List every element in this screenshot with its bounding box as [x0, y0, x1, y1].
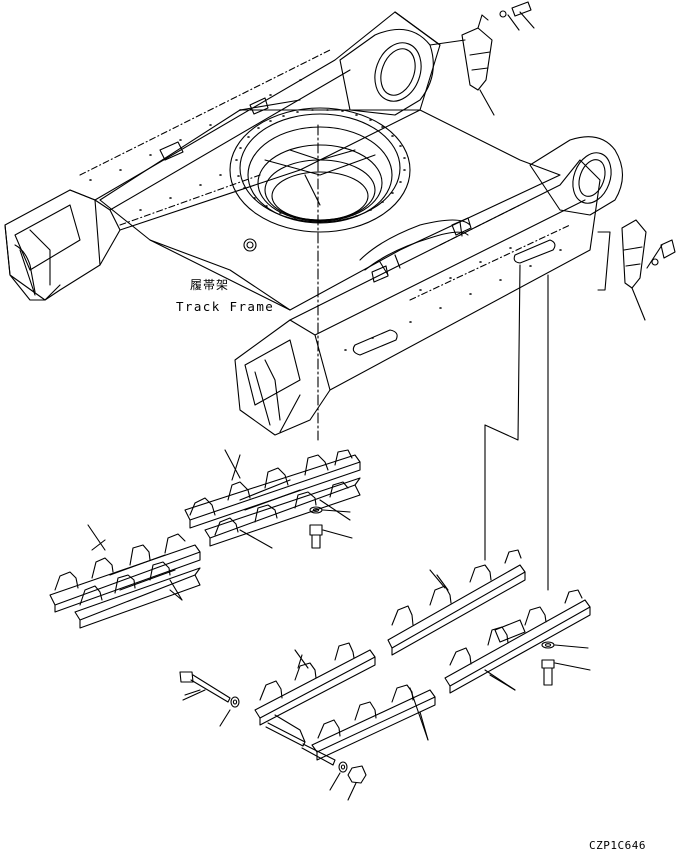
bottom-washer-nut — [330, 762, 366, 800]
left-side-frame — [5, 12, 440, 300]
right-washer-bolt — [542, 642, 590, 685]
right-idler-bracket — [530, 137, 623, 215]
track-guard-6 — [312, 685, 435, 760]
track-guard-4 — [445, 590, 590, 693]
washer-small — [220, 697, 239, 726]
left-idler-bracket — [340, 29, 433, 115]
swing-circle — [230, 108, 410, 251]
track-frame-label-cn: 履帯架 — [190, 278, 230, 292]
track-frame-label-en: Track Frame — [176, 299, 275, 314]
track-frame — [5, 12, 623, 435]
track-guard-3 — [388, 550, 525, 655]
track-guard-5 — [255, 643, 375, 742]
center-washer-bolt — [310, 507, 352, 548]
pin-rod — [266, 723, 335, 765]
cover-bracket-lower — [598, 220, 675, 320]
center-cross-beam — [100, 110, 560, 310]
drawing-code: CZP1C646 — [589, 839, 646, 852]
leader-lines — [88, 450, 515, 740]
leader-lines-frame — [395, 12, 548, 590]
track-guard-1 — [185, 450, 360, 546]
cover-bracket-upper — [462, 2, 534, 115]
right-side-frame — [235, 160, 600, 435]
long-bolt — [180, 672, 230, 702]
ring-bolts — [236, 110, 405, 221]
track-guard-2 — [50, 534, 200, 628]
